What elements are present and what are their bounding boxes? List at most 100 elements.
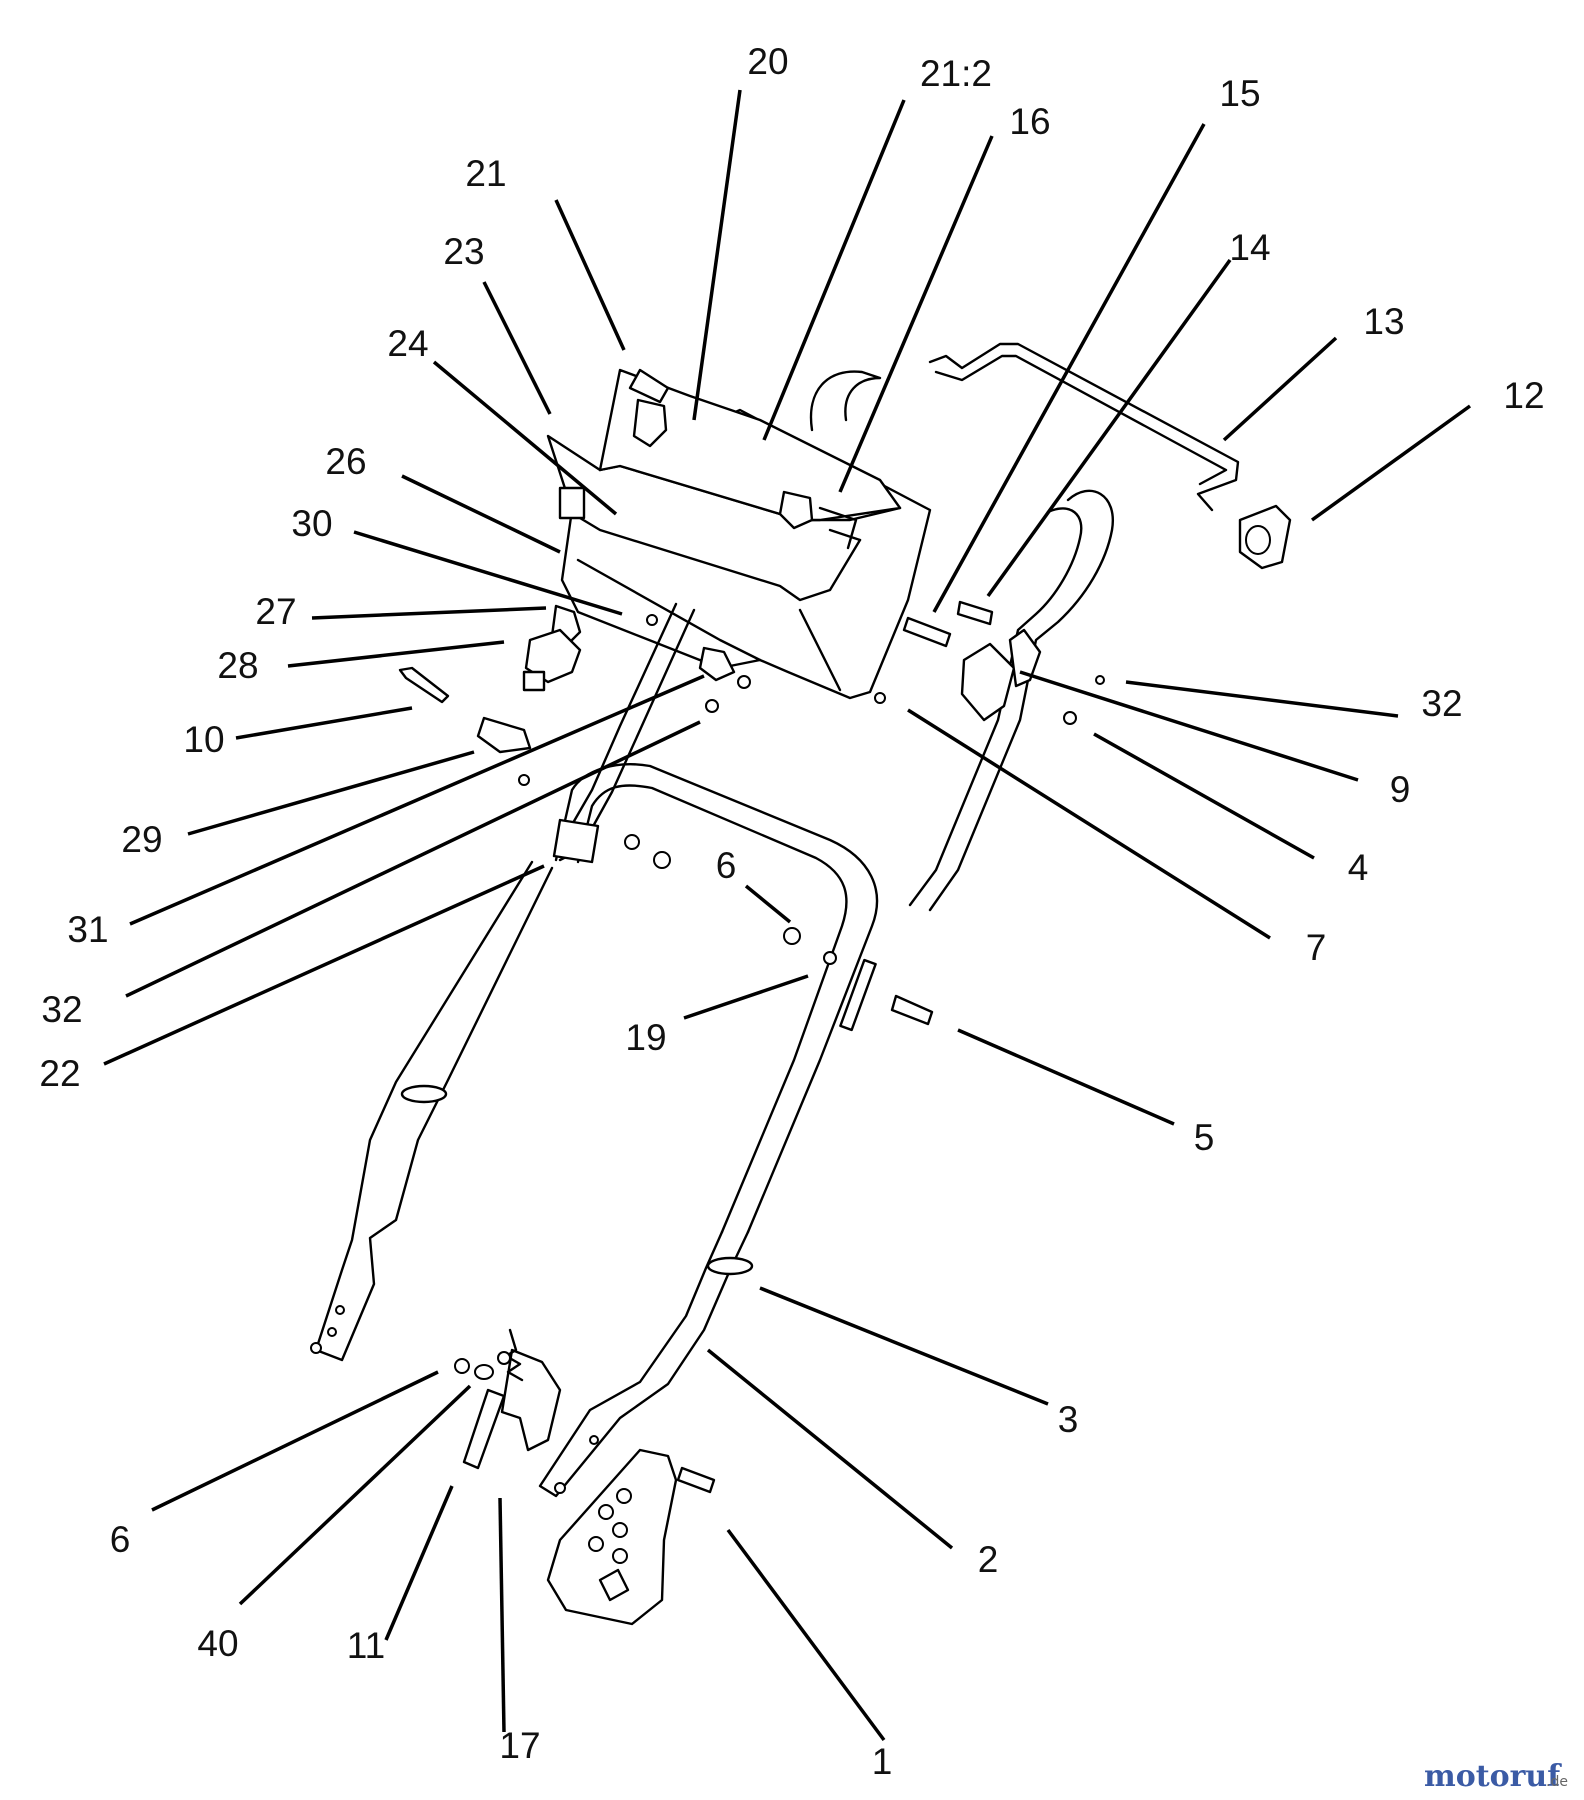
nut-4 [1063, 711, 1077, 725]
left-leg-hole-3 [310, 1342, 322, 1354]
nut-6-lower [454, 1358, 470, 1374]
callout-24: 24 [387, 323, 428, 364]
bracket-31 [698, 646, 736, 682]
leader-30 [353, 530, 623, 616]
leader-24 [432, 360, 618, 516]
knob-28-stem [522, 670, 546, 692]
adjuster-hole-5 [612, 1548, 628, 1564]
callout-6-lower: 6 [110, 1519, 131, 1560]
leader-21 [554, 199, 626, 351]
leader-26 [401, 474, 561, 554]
nut-31 [737, 675, 751, 689]
right-leg-hole-1 [589, 1435, 599, 1445]
leader-13 [1222, 336, 1338, 442]
leader-31 [129, 674, 705, 926]
callout-10: 10 [183, 719, 224, 760]
callout-20: 20 [747, 41, 788, 82]
right-leg-grommet-3 [706, 1256, 754, 1276]
control-panel-front-lip [578, 516, 862, 602]
bolt-15 [902, 616, 952, 648]
callout-17: 17 [499, 1725, 540, 1766]
leader-2 [706, 1348, 954, 1550]
callout-22: 22 [39, 1053, 80, 1094]
cable-clip-16 [778, 490, 814, 530]
upper-handle-right-tube [928, 489, 1115, 912]
leader-12 [1310, 404, 1472, 522]
speed-lever-20 [632, 398, 668, 448]
callout-28: 28 [217, 645, 258, 686]
callout-4: 4 [1348, 847, 1369, 888]
callout-26: 26 [325, 441, 366, 482]
callout-27: 27 [255, 591, 296, 632]
callout-40: 40 [197, 1623, 238, 1664]
leader-4 [1093, 732, 1315, 860]
leader-7 [907, 708, 1271, 940]
spring-anchor [497, 1351, 511, 1365]
nut-22 [624, 834, 640, 850]
upper-handle-left-tube-inner [560, 602, 678, 844]
leader-5 [957, 1028, 1175, 1126]
callout-13: 13 [1363, 301, 1404, 342]
callout-19: 19 [625, 1017, 666, 1058]
watermark-brand: motoruf [1424, 1759, 1562, 1794]
adjuster-hole-3 [612, 1522, 628, 1538]
pivot-bracket-9 [960, 642, 1016, 722]
nut-6-upper [783, 927, 801, 945]
callout-7: 7 [1306, 927, 1327, 968]
bolt-10 [398, 666, 450, 704]
leader-17 [498, 1497, 506, 1733]
lower-handle-loop [554, 763, 879, 1234]
leader-3 [759, 1286, 1049, 1406]
height-adjuster-plate [546, 1448, 678, 1626]
sleeve-29 [476, 716, 532, 754]
leader-15 [932, 123, 1206, 613]
handle-assembly-illustration [310, 342, 1292, 1626]
screw-30 [646, 614, 658, 626]
adjuster-hole-1 [616, 1488, 632, 1504]
shift-knob-boss [1245, 525, 1271, 555]
pin-32-right [1095, 675, 1105, 685]
lever-21 [628, 368, 670, 404]
callout-9: 9 [1390, 769, 1411, 810]
lower-handle-loop-inner [576, 784, 848, 1234]
washer-40 [474, 1364, 494, 1380]
leader-6-upper [744, 884, 792, 924]
knob-28 [524, 628, 582, 684]
callout-6-upper: 6 [716, 845, 737, 886]
left-leg-hole-2 [327, 1327, 337, 1337]
callout-1: 1 [872, 1741, 893, 1782]
control-panel-bottom [576, 558, 842, 692]
callout-29: 29 [121, 819, 162, 860]
leader-lines [103, 89, 1472, 1742]
right-leg-hole-2 [554, 1482, 566, 1494]
leader-20 [692, 89, 742, 421]
adjuster-hole-2 [598, 1504, 614, 1520]
callout-23: 23 [443, 231, 484, 272]
leader-27 [311, 606, 547, 620]
callout-32-left: 32 [41, 989, 82, 1030]
callout-labels: 20 21:2 16 15 21 14 23 13 24 12 26 30 27… [39, 41, 1544, 1782]
callout-30: 30 [291, 503, 332, 544]
bolt-5 [890, 994, 934, 1026]
clamp-plate-5 [839, 958, 877, 1032]
leader-14 [986, 258, 1232, 598]
leader-10 [235, 706, 413, 740]
watermark-suffix: .de [1546, 1774, 1568, 1790]
leader-40 [238, 1384, 472, 1606]
leader-11 [384, 1485, 454, 1641]
leader-29 [187, 750, 475, 836]
callout-21-2: 21:2 [920, 53, 992, 94]
callout-11: 11 [347, 1625, 385, 1666]
panel-slot [818, 506, 862, 550]
spring-bracket [500, 1348, 562, 1452]
shift-rod [928, 342, 1240, 512]
spring-coil [504, 1328, 524, 1382]
screw-7 [874, 692, 886, 704]
bolt-14 [956, 600, 994, 626]
leader-1 [726, 1528, 886, 1742]
control-panel-cover [598, 368, 902, 522]
washer-22 [653, 851, 671, 869]
leader-6-lower [151, 1370, 439, 1512]
leader-32-right [1125, 680, 1399, 718]
